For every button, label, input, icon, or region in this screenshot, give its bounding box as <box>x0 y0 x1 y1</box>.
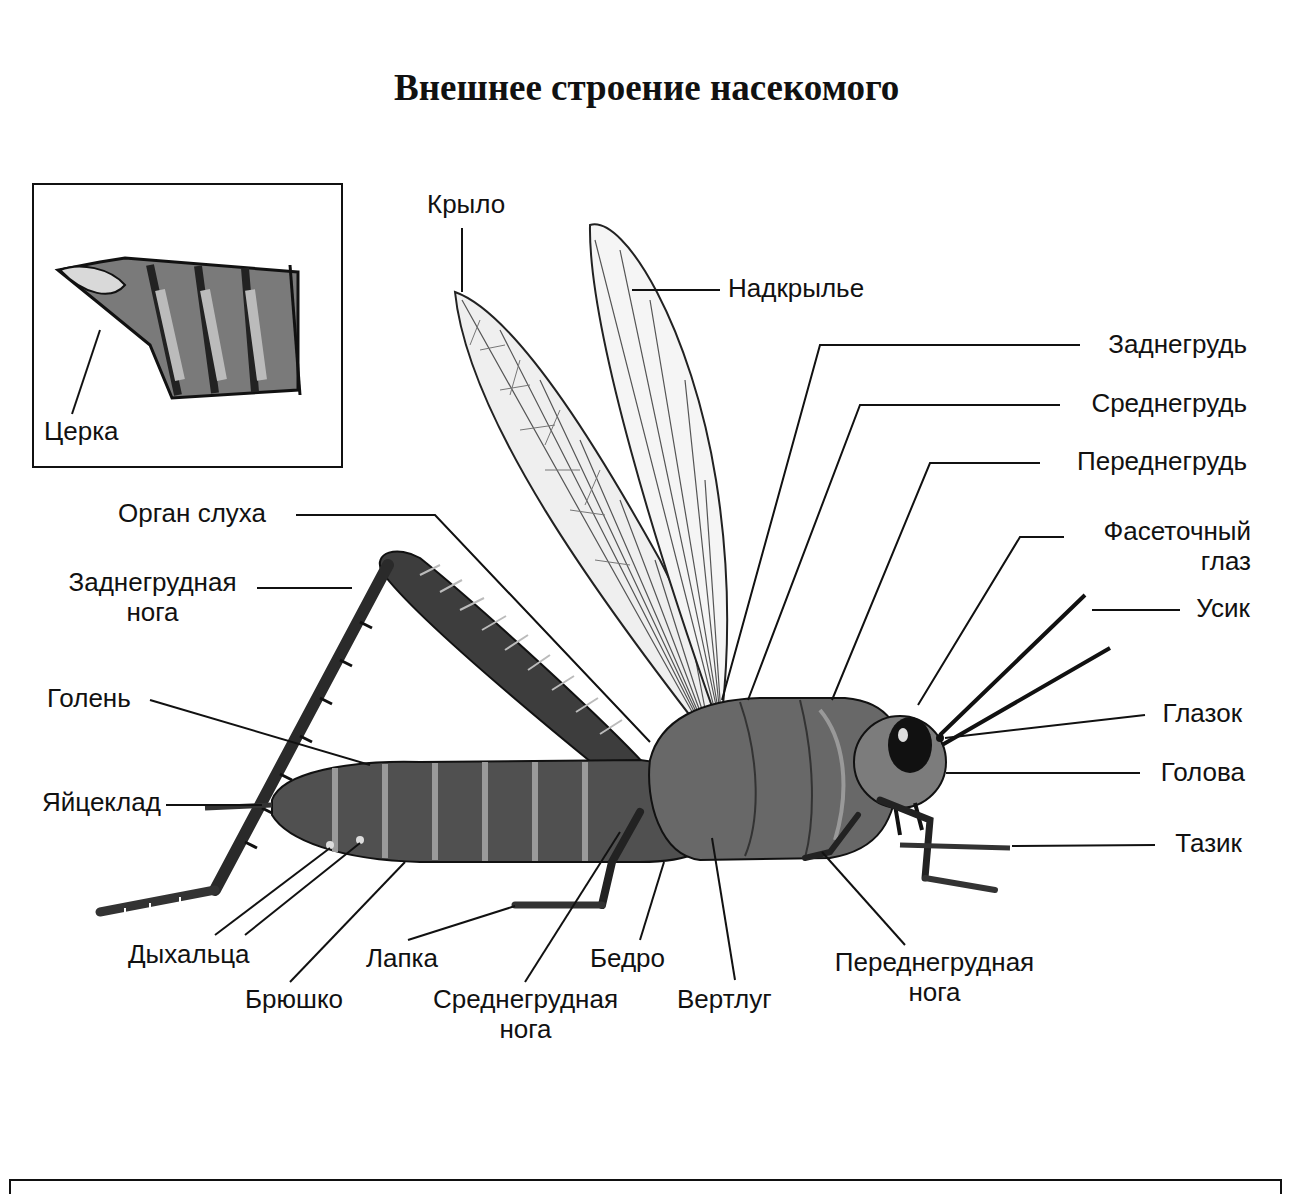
abdomen-tip-drawing <box>58 258 298 398</box>
leader-lines <box>640 862 664 940</box>
head-drawing <box>854 716 946 808</box>
part-label: Фасеточный глаз <box>1064 517 1253 577</box>
part-label: Усик <box>1194 594 1252 624</box>
legs-drawing <box>880 800 930 878</box>
leader-lines <box>408 906 515 940</box>
leader-lines <box>1012 845 1155 846</box>
part-label: Глазок <box>1161 699 1244 729</box>
frame-line <box>10 1180 1281 1194</box>
leader-lines <box>250 587 352 589</box>
head-drawing <box>936 734 944 742</box>
wing-drawing <box>470 320 630 565</box>
leader-lines <box>1092 609 1180 611</box>
abdomen-drawing <box>356 836 364 844</box>
leader-lines <box>946 772 1140 774</box>
part-label: Переднегрудь <box>1075 447 1249 477</box>
abdomen-tip-drawing <box>160 290 262 380</box>
abdomen-tip-drawing <box>58 258 300 398</box>
abdomen-drawing <box>326 841 334 849</box>
thorax-drawing <box>740 700 812 858</box>
leader-lines <box>632 289 720 291</box>
inset-box: Церка <box>32 183 343 468</box>
part-label: Среднегрудь <box>1089 389 1249 419</box>
head-drawing <box>888 717 932 773</box>
frame-line <box>10 1180 1281 1194</box>
part-label: Заднегрудная нога <box>48 568 257 628</box>
abdomen-tip-drawing <box>290 265 300 395</box>
part-label: Брюшко <box>243 985 345 1015</box>
part-label: Яйцеклад <box>40 788 163 818</box>
part-label: Дыхальца <box>126 940 252 970</box>
abdomen-drawing <box>205 760 722 862</box>
leader-lines <box>945 715 1145 738</box>
abdomen-tip-drawing <box>60 266 125 293</box>
thorax-drawing <box>820 710 843 840</box>
leader-lines <box>748 405 1060 700</box>
leader-lines <box>722 345 1080 700</box>
leader-lines <box>832 463 1040 700</box>
hind-leg-drawing <box>420 565 622 734</box>
legs-drawing <box>925 878 995 890</box>
part-label: Бедро <box>588 944 667 974</box>
legs-drawing <box>900 845 1010 848</box>
leader-lines <box>296 515 650 742</box>
hind-leg-drawing <box>100 890 215 912</box>
forewing-drawing <box>590 224 727 715</box>
leader-lines <box>72 330 100 414</box>
part-label: Крыло <box>425 190 507 220</box>
leader-lines <box>918 537 1075 705</box>
leader-lines <box>150 700 370 765</box>
hind-leg-drawing <box>125 897 180 916</box>
leader-lines <box>215 848 330 935</box>
part-label: Надкрылье <box>726 274 866 304</box>
leader-lines <box>822 852 905 945</box>
part-label: Среднегрудная нога <box>411 985 640 1045</box>
legs-drawing <box>515 902 602 909</box>
head-drawing <box>898 728 908 742</box>
leader-lines <box>712 838 735 980</box>
part-label: Заднегрудь <box>1106 330 1249 360</box>
head-drawing <box>854 595 1110 835</box>
part-label: Вертлуг <box>675 985 774 1015</box>
inset-label: Церка <box>44 417 119 447</box>
leader-lines <box>461 228 463 292</box>
forewing-drawing <box>595 240 721 715</box>
legs-drawing <box>515 800 1010 905</box>
part-label: Голень <box>45 684 133 714</box>
legs-drawing <box>602 812 640 905</box>
part-label: Орган слуха <box>116 499 268 529</box>
part-label: Переднегрудная нога <box>815 948 1054 1008</box>
diagram-title: Внешнее строение насекомого <box>394 66 899 109</box>
part-label: Лапка <box>364 944 440 974</box>
forewing-drawing <box>590 224 727 715</box>
part-label: Голова <box>1159 758 1247 788</box>
abdomen-drawing <box>335 762 585 861</box>
part-label: Тазик <box>1173 829 1244 859</box>
leader-lines <box>166 804 262 806</box>
legs-drawing <box>805 815 858 858</box>
leader-lines <box>245 843 360 935</box>
